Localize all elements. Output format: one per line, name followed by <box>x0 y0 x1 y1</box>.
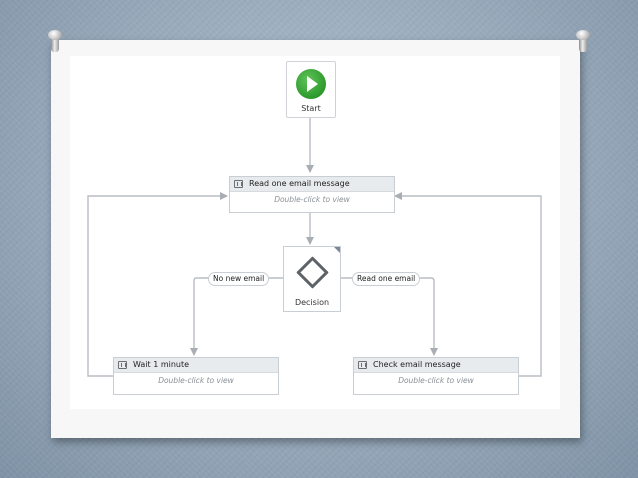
activity-hint: Double-click to view <box>158 376 234 385</box>
edge-label-true: Read one email <box>352 272 421 286</box>
play-icon <box>296 69 326 99</box>
activity-icon <box>358 361 367 369</box>
check-email-activity[interactable]: Check email message Double-click to view <box>353 357 519 395</box>
activity-hint: Double-click to view <box>274 195 350 204</box>
activity-title: Read one email message <box>249 179 350 188</box>
activity-title: Wait 1 minute <box>133 360 190 369</box>
connector-wait-to-read <box>87 192 228 377</box>
expand-corner-icon <box>334 247 340 253</box>
decision-label: Decision <box>294 298 330 307</box>
activity-hint: Double-click to view <box>398 376 474 385</box>
left-pin-icon <box>48 30 62 54</box>
activity-icon <box>118 361 127 369</box>
connector-check-to-read <box>394 192 542 377</box>
start-label: Start <box>301 104 321 113</box>
start-node[interactable]: Start <box>286 61 336 118</box>
read-email-activity[interactable]: Read one email message Double-click to v… <box>229 176 395 213</box>
diamond-icon <box>296 256 329 289</box>
right-pin-icon <box>576 30 590 54</box>
edge-label-false: No new email <box>208 272 270 286</box>
activity-icon <box>234 180 243 188</box>
wait-activity[interactable]: Wait 1 minute Double-click to view <box>113 357 279 395</box>
decision-node[interactable]: Decision <box>283 246 341 312</box>
activity-title: Check email message <box>373 360 461 369</box>
connector-decision-to-check <box>339 277 438 356</box>
connector-decision-to-wait <box>190 277 283 356</box>
